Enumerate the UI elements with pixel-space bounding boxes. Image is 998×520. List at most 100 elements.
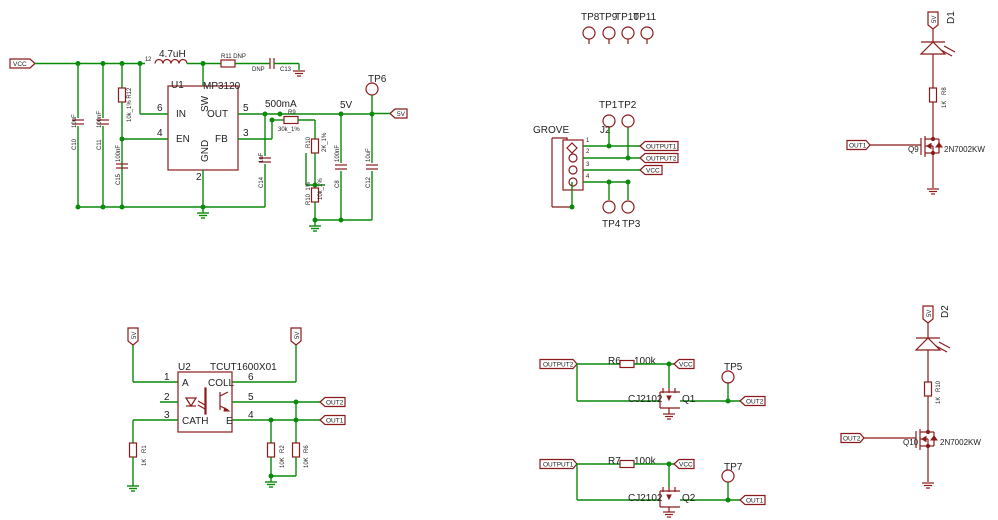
u2-part: TCUT1600X01 — [210, 362, 277, 373]
vcc-label-text: VCC — [13, 61, 27, 68]
u2-pin3-num: 3 — [164, 410, 170, 421]
led-driver-2: 5V D2 1K R10 Q10 2N7002KW OUT2 — [840, 305, 981, 489]
testpoint-row-top: TP8 TP9 TP10 TP11 — [581, 12, 657, 44]
r1-value: 1K — [142, 459, 148, 466]
c15-value: 100nF — [116, 145, 122, 162]
u2-pin2-num: 2 — [164, 392, 170, 403]
tp7-label: TP7 — [724, 462, 743, 473]
grove-label: GROVE — [533, 125, 569, 136]
tp8-label: TP8 — [581, 12, 600, 23]
u1-pin-in: IN — [176, 109, 186, 120]
opto-rail-right: 5V — [295, 332, 301, 339]
current-rating: 500mA — [265, 99, 297, 110]
buffer-stage-1: OUTPUT2 R6 100k VCC TP5 CJ2102 Q1 OUT2 — [539, 356, 766, 420]
c12-value: 10uF — [366, 148, 372, 162]
u1-ref: U1 — [171, 80, 184, 91]
c8-ref: C8 — [335, 180, 341, 188]
u2-pin-cath: CATH — [182, 416, 208, 427]
u2-pin-coll: COLL — [208, 378, 235, 389]
u1-pin4-num: 4 — [157, 128, 163, 139]
c14-ref: C14 — [259, 176, 265, 188]
j2-pin2: 2 — [586, 149, 590, 155]
r6-ref: R6 — [608, 356, 621, 367]
net-5v-label: 5V — [340, 100, 353, 111]
j2-label: J2 — [600, 125, 611, 136]
u2-pin-a: A — [182, 378, 189, 389]
q2-part: CJ2102 — [628, 493, 663, 504]
q9-part: 2N7002KW — [944, 145, 985, 154]
q9-ref: Q9 — [908, 145, 919, 154]
tp10-label: TP10 — [615, 12, 639, 23]
r8-ref: R8 — [942, 87, 948, 95]
power-regulator-section: VCC C10 10uF C11 100nF 10k_1% R12 C15 10… — [9, 49, 408, 232]
d2-rail: 5V — [927, 310, 933, 317]
r9-value: 30k_1% — [278, 127, 300, 133]
r7-ref: R7 — [608, 456, 621, 467]
grove-output1-flag: OUTPUT1 — [646, 144, 677, 151]
r10b-value: 10k_1% — [318, 178, 324, 200]
r12-label: 10k_1% R12 — [127, 87, 133, 122]
u2-pin5-num: 5 — [248, 392, 254, 403]
d1-rail: 5V — [932, 16, 938, 23]
5v-flag-text: 5V — [397, 111, 406, 118]
opto-out1-flag: OUT1 — [326, 418, 344, 425]
optocoupler-section: 5V 5V U2 TCUT1600X01 A CATH COLL E 1 2 3… — [126, 327, 346, 492]
u2-ref: U2 — [178, 362, 191, 373]
tp3-label: TP3 — [622, 219, 641, 230]
c12-ref: C12 — [366, 176, 372, 188]
r9-ref: R9 — [288, 110, 296, 116]
pin-2-num: 2 — [148, 57, 152, 63]
c8-value: 100nF — [335, 145, 341, 162]
u1-pin6-num: 6 — [157, 103, 163, 114]
grove-connector-section: GROVE J2 1 2 3 4 TP1 TP2 TP4 TP3 — [533, 100, 679, 230]
u1-pin-en: EN — [176, 134, 190, 145]
inductor-value: 4.7uH — [159, 49, 186, 60]
r10b-ref: R10_1% — [306, 181, 312, 205]
buffer2-out-flag: OUT1 — [746, 498, 764, 505]
u1-part: MP3120 — [203, 81, 241, 92]
buffer1-input-flag: OUTPUT2 — [543, 362, 574, 369]
buffer2-vcc-flag: VCC — [679, 462, 693, 469]
r8-value: 1K — [942, 101, 948, 108]
d2-net-flag: OUT2 — [843, 436, 861, 443]
r6-value: 100k — [634, 356, 657, 367]
r11-label: R11 DNP — [221, 54, 246, 60]
u1-pin-out: OUT — [207, 109, 228, 120]
buffer1-vcc-flag: VCC — [679, 362, 693, 369]
c10-ref: C10 — [72, 138, 78, 150]
u1-pin-sw: SW — [200, 95, 211, 112]
tp2-label: TP2 — [618, 100, 637, 111]
d1-ref: D1 — [946, 11, 957, 24]
buffer-stage-2: OUTPUT1 R7 100k VCC TP7 CJ2102 Q2 OUT1 — [539, 456, 766, 518]
q10-part: 2N7002KW — [940, 438, 981, 447]
r10-led-value: 1K — [936, 397, 942, 404]
c14-value: 1nF — [259, 152, 265, 163]
d2-ref: D2 — [940, 305, 951, 318]
q1-ref: Q1 — [682, 394, 696, 405]
u1-pin-gnd: GND — [200, 140, 211, 162]
grove-output2-flag: OUTPUT2 — [646, 156, 677, 163]
u2-pin6-num: 6 — [248, 372, 254, 383]
r10-value: 2K_1% — [322, 132, 328, 152]
c13-label: C13 — [280, 67, 292, 73]
r2-value: 10K — [280, 457, 286, 468]
buffer1-out-flag: OUT2 — [746, 399, 764, 406]
r10-led-ref: R10 — [936, 380, 942, 392]
r6-opto-value: 10K — [304, 457, 310, 468]
pin-1-num: 1 — [145, 57, 149, 63]
u1-pin-fb: FB — [215, 134, 228, 145]
r7-value: 100k — [634, 456, 657, 467]
vcc-net-label: VCC — [9, 58, 36, 69]
d1-net-flag: OUT1 — [849, 143, 867, 150]
j2-pin3: 3 — [586, 162, 590, 168]
u2-pin4-num: 4 — [248, 410, 254, 421]
tp11-label: TP11 — [633, 12, 657, 23]
tp6-label: TP6 — [368, 74, 387, 85]
u2-pin1-num: 1 — [164, 372, 170, 383]
q2-ref: Q2 — [682, 493, 696, 504]
j2-pin1: 1 — [586, 138, 590, 144]
grove-vcc-flag: VCC — [646, 168, 660, 175]
q1-part: CJ2102 — [628, 394, 663, 405]
opto-out2-flag: OUT2 — [326, 400, 344, 407]
